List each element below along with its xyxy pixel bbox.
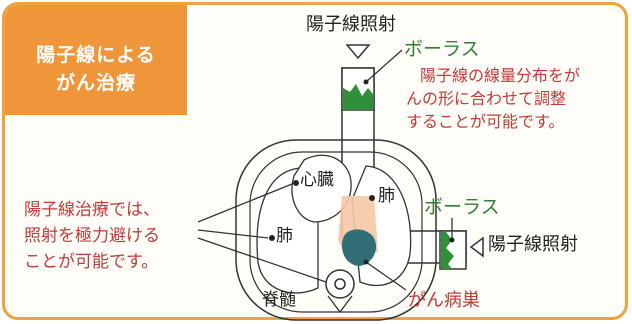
pointer-bolus-right-dot — [449, 237, 455, 243]
bolus-label-top: ボーラス — [404, 38, 480, 60]
benefit-text-line-1: 陽子線治療では、 — [24, 200, 160, 220]
tumor-shape — [341, 229, 377, 266]
beam-right-arrow-icon — [469, 236, 484, 258]
title-box: 陽子線による がん治療 — [5, 5, 187, 115]
vertical-bolus — [343, 84, 373, 110]
bolus-label-right: ボーラス — [424, 196, 500, 218]
spine-process — [327, 295, 353, 314]
lung-left-label: 肺 — [276, 226, 293, 246]
lung-left-marker-dot — [269, 235, 275, 241]
lung-right-label: 肺 — [378, 186, 395, 206]
pointer-bolus-top-dot — [363, 79, 369, 85]
heart-marker-dot — [293, 180, 299, 186]
title-line-2: がん治療 — [55, 72, 136, 94]
beam-top-arrow-icon — [345, 44, 371, 60]
body-outline-outer — [235, 139, 437, 321]
bolus-description-line-2: んの形に合わせて調整 — [406, 89, 567, 108]
beam-right-label: 陽子線照射 — [488, 234, 578, 255]
title-line-1: 陽子線による — [36, 44, 156, 66]
beam-top-label: 陽子線照射 — [306, 14, 396, 35]
bolus-description-line-3: することが可能です。 — [406, 112, 565, 131]
pointer-spine — [197, 237, 327, 283]
benefit-text-line-2: 照射を極力避ける — [24, 226, 160, 246]
pointer-tumor — [365, 261, 407, 291]
lung-right-marker-dot — [369, 195, 375, 201]
heart-label: 心臓 — [300, 170, 334, 190]
spine-label: 脊髄 — [262, 290, 296, 310]
spine-inner — [334, 278, 346, 290]
pointer-tumor-dot — [363, 259, 369, 265]
body-outline-inner — [249, 151, 423, 313]
benefit-text-line-3: ことが可能です。 — [24, 252, 159, 272]
bolus-description-line-1: 陽子線の線量分布をが — [420, 66, 581, 85]
pointer-bolus-top — [365, 49, 403, 83]
pointer-heart — [197, 183, 293, 223]
tumor-label: がん病巣 — [408, 290, 480, 311]
pointer-lung — [197, 229, 269, 239]
